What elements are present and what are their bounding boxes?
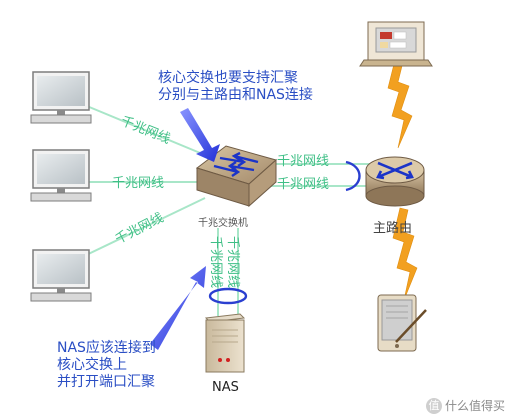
nas-indicator-icon [226, 358, 230, 362]
switch-label: 千兆交换机 [198, 216, 248, 229]
watermark: 值什么值得买 [425, 397, 505, 414]
annotation-top-line-1: 核心交换也要支持汇聚 [158, 70, 298, 86]
watermark-text: 什么值得买 [444, 398, 505, 413]
annotation-bottom-line-1: NAS应该连接到 [57, 340, 156, 356]
arrow-to-nas-icon [150, 266, 206, 350]
arrow-to-switch-icon [180, 108, 220, 162]
router-arrows-icon [376, 161, 414, 180]
annotation-bottom-line-2: 核心交换上 [57, 357, 127, 373]
desktop-pc-2 [30, 149, 92, 202]
annotation-bottom-line-3: 并打开端口汇聚 [57, 374, 155, 390]
annotation-top-line-2: 分别与主路由和NAS连接 [158, 87, 313, 103]
aggregation-rings [208, 160, 361, 305]
watermark-badge-icon: 值 [425, 398, 442, 414]
link-label-router1: 千兆网线 [277, 154, 329, 169]
router-label: 主路由 [373, 220, 412, 236]
laptop-screen-icon [375, 27, 417, 53]
link-label-nas1: 千兆网线 [208, 236, 223, 288]
link-label-pc3: 千兆网线 [113, 211, 166, 248]
laptop-device [359, 21, 433, 67]
link-label-router2: 千兆网线 [277, 177, 329, 192]
link-labels: 千兆网线 千兆网线 千兆网线 千兆网线 千兆网线 千兆网线 千兆网线 [112, 114, 329, 288]
annotation-top: 核心交换也要支持汇聚 分别与主路由和NAS连接 [158, 70, 313, 104]
stylus-icon [395, 309, 427, 343]
tablet-device [377, 294, 427, 352]
aggregation-ring-router [345, 160, 361, 192]
gigabit-switch [195, 145, 278, 208]
nas-label: NAS [212, 380, 239, 395]
link-label-nas2: 千兆网线 [225, 236, 240, 288]
nas-indicator-icon [218, 358, 222, 362]
lightning-icon [392, 207, 418, 301]
link-label-pc1: 千兆网线 [119, 114, 173, 147]
lightning-icon [387, 59, 413, 149]
link-label-pc2: 千兆网线 [112, 176, 164, 191]
aggregation-ring-nas [208, 287, 248, 305]
desktop-pc-3 [30, 249, 92, 302]
link-pc1-switch [81, 103, 206, 156]
desktop-pc-1 [30, 71, 92, 124]
wireless-links [387, 59, 418, 301]
nas-device [204, 313, 246, 373]
callout-arrows [150, 108, 220, 350]
link-pc3-switch [79, 197, 206, 259]
switch-arrows-icon [213, 151, 259, 177]
main-router [365, 156, 425, 207]
annotation-bottom: NAS应该连接到 核心交换上 并打开端口汇聚 [57, 340, 156, 391]
link-lines [79, 103, 372, 316]
